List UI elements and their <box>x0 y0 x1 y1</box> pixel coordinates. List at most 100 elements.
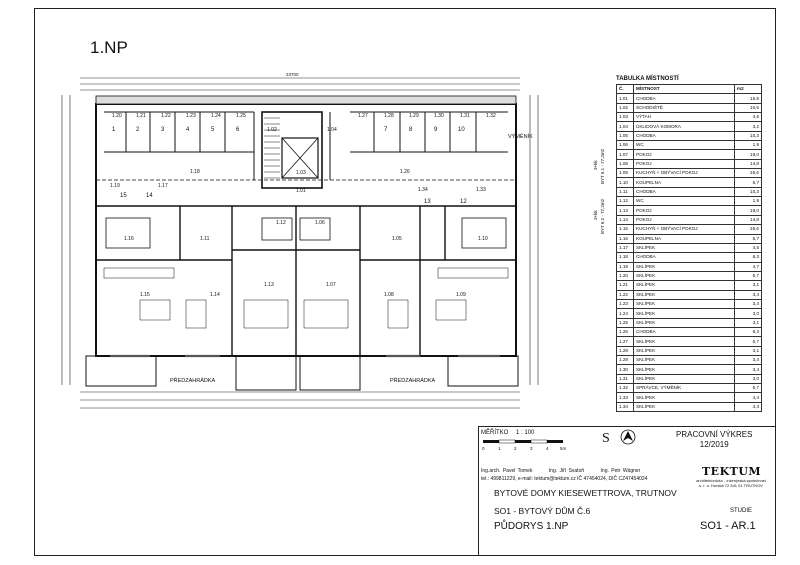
room-label: 1.03 <box>296 170 306 176</box>
room-label: 1.24 <box>211 113 221 119</box>
room-table-header-row: Č. MÍSTNOST m2 <box>616 83 762 95</box>
cellar-number: 7 <box>384 127 388 133</box>
drawing-date: 12/2019 <box>699 440 729 449</box>
drawing-number: SO1 - AR.1 <box>700 520 756 532</box>
cellar-number: 4 <box>186 127 190 133</box>
room-table-cell-num: 1.06 <box>616 140 634 151</box>
room-table-cell-area: 6,7 <box>734 233 762 244</box>
stair-number: 12 <box>460 199 467 205</box>
room-table-cell-name: SPRÁVCE, VÝMĚNÍK <box>633 382 735 394</box>
room-table-cell-area: 4,4 <box>734 392 762 403</box>
room-label: 1.09 <box>456 292 466 298</box>
bathroom-left <box>105 217 151 249</box>
header-area: m2 <box>734 83 762 95</box>
room-label: 1.21 <box>136 113 146 119</box>
cellar-number: 6 <box>236 127 240 133</box>
room-table-cell-name: ÚKLIDOVÁ KOMORA <box>633 121 735 132</box>
room-label: 1.18 <box>190 169 200 175</box>
room-table-cell-num: 1.07 <box>616 149 634 160</box>
rear-wall-strip <box>95 95 517 105</box>
outer-wall <box>95 103 517 357</box>
room-label: 1.13 <box>264 282 274 288</box>
room-table-cell-num: 1.28 <box>616 345 634 356</box>
company-address: architektonicko - inženýrská společnost … <box>696 478 766 488</box>
room-table-cell-area: 3,4 <box>734 298 762 310</box>
room-table-cell-name: CHODBA <box>633 252 735 263</box>
room-table-cell-area: 5,7 <box>734 382 762 394</box>
room-table-cell-name: KOUPELNA <box>633 233 735 244</box>
bathroom-right <box>461 217 507 249</box>
room-table-cell-num: 1.20 <box>616 270 634 282</box>
room-table-cell-num: 1.30 <box>616 364 634 375</box>
room-table-cell-num: 1.11 <box>616 186 634 198</box>
room-table-cell-name: SKLÍPEK <box>633 364 735 375</box>
room-table-cell-num: 1.24 <box>616 308 634 319</box>
project-title: BYTOVÉ DOMY KIESEWETTROVA, TRUTNOV <box>494 488 677 498</box>
header-room: MÍSTNOST <box>633 83 735 95</box>
floor-label: 1.NP <box>90 38 128 57</box>
scale-label: MĚŘÍTKO <box>481 430 509 436</box>
room-table-cell-area: 15,9 <box>734 93 762 104</box>
room-table-cell-num: 1.08 <box>616 158 634 170</box>
room-table-cell-name: SKLÍPEK <box>633 401 735 413</box>
designers-line: Ing.arch. Pavel Tomek Ing. Jiří Svatoň I… <box>481 468 640 474</box>
scale-value: 1 : 100 <box>516 430 535 436</box>
room-table-cell-num: 1.09 <box>616 168 634 179</box>
scale-tick: 1 <box>498 446 501 451</box>
room-table-cell-num: 1.26 <box>616 326 634 338</box>
room-table-cell-area: 3,0 <box>734 373 762 385</box>
status-block: PRACOVNÍ VÝKRES 12/2019 <box>676 430 752 450</box>
wc-left <box>261 217 293 241</box>
room-table-cell-area: 3,1 <box>734 280 762 291</box>
room-label: 1.30 <box>434 113 444 119</box>
room-label: 1.19 <box>110 183 120 189</box>
cellar-numbers: 1 2 3 4 5 6 7 8 9 10 11 14 15 13 12 <box>112 127 467 205</box>
room-table-cell-area: 10,3 <box>734 130 762 142</box>
room-table-cell-area: 25,6 <box>734 224 762 235</box>
room-table-cell-num: 1.21 <box>616 280 634 291</box>
north-arrow-icon: S <box>602 429 636 446</box>
room-table-cell-area: 3,2 <box>734 121 762 132</box>
apartment-label-a: BYT 6.1 - 77,2m2 <box>600 148 605 184</box>
room-table-cell-name: SKLÍPEK <box>633 317 735 328</box>
apartment-type-b: 3+kk <box>593 210 598 220</box>
scale-tick: 4 <box>546 446 549 451</box>
apartment-label-b: BYT 6.2 - 77,2m2 <box>600 198 605 234</box>
designer-name: Ing.arch. Pavel Tomek <box>481 468 533 474</box>
room-table-cell-num: 1.19 <box>616 261 634 272</box>
room-label: 1.26 <box>400 169 410 175</box>
room-table-cell-area: 4,5 <box>734 242 762 254</box>
room-table-cell-num: 1.16 <box>616 233 634 244</box>
room-label: 1.10 <box>478 236 488 242</box>
room-table-cell-name: CHODBA <box>633 93 735 104</box>
room-table-cell-area: 3,4 <box>734 289 762 300</box>
vymenik-label: VÝMĚNÍK <box>508 132 533 140</box>
room-label: 1.25 <box>236 113 246 119</box>
company-logo: TEKTUM <box>702 465 762 478</box>
room-table-cell-name: POKOJ <box>633 158 735 170</box>
room-label: 1.04 <box>327 127 337 133</box>
header-number: Č. <box>616 83 634 95</box>
room-table-cell-area: 1,9 <box>734 140 762 151</box>
room-table-cell-name: SKLÍPEK <box>633 308 735 319</box>
room-table-cell-area: 4,5 <box>734 112 762 123</box>
room-label: 1.06 <box>315 220 325 226</box>
room-label: 1.28 <box>384 113 394 119</box>
